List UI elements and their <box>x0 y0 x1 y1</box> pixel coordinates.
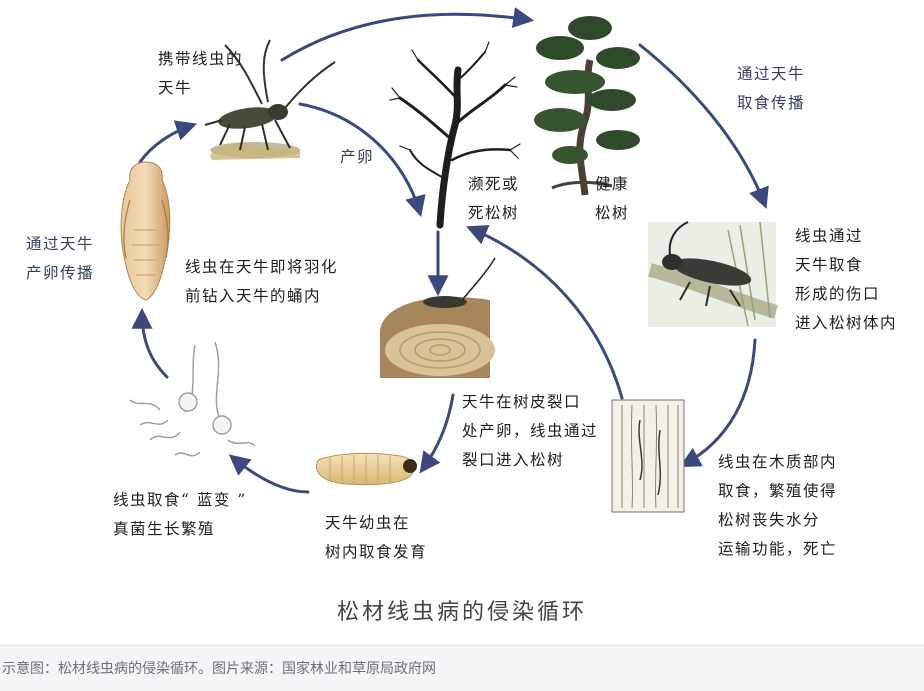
beetle-feeding-on-branch-icon <box>648 221 778 327</box>
label-feeding-wound: 线虫通过天牛取食形成的伤口进入松树体内 <box>795 227 898 332</box>
diagram-title: 松材线虫病的侵染循环 <box>336 600 587 625</box>
edge-label-oviposit-transmit: 通过天牛产卵传播 <box>26 235 95 282</box>
arrow-fungi-to-pupa <box>131 307 169 379</box>
beetle-larva-icon <box>316 452 417 486</box>
arrow-healthy-pine-to-feeding <box>638 43 769 209</box>
arrow-wood-to-dying-pine <box>466 224 624 400</box>
dead-pine-tree-icon <box>389 41 521 229</box>
caption-bar: 示意图：松材线虫病的侵染循环。图片来源：国家林业和草原局政府网 <box>0 645 924 691</box>
label-beetle-carrier: 携带线虫的天牛 <box>158 50 244 97</box>
arrow-larva-to-fungi <box>228 454 310 494</box>
label-wood-reproduce: 线虫在木质部内取食，繁殖使得松树丧失水分运输功能，死亡 <box>718 453 838 558</box>
beetle-on-log-icon <box>380 257 496 378</box>
infection-cycle-diagram: 携带线虫的天牛 健康松树 濒死或死松树 线虫通过天牛取食形成的伤口进入松树体内 … <box>26 7 898 625</box>
beetle-pupa-icon <box>120 161 171 301</box>
cycle-arrows <box>131 7 769 494</box>
label-fungi: 线虫取食“ 蓝变 ”真菌生长繁殖 <box>113 491 247 538</box>
arrow-log-to-larva <box>419 393 455 474</box>
diagram-canvas <box>120 7 778 513</box>
label-pupa: 线虫在天牛即将羽化前钻入天牛的蛹内 <box>185 258 339 305</box>
arrow-beetle-to-healthy-pine <box>280 7 535 62</box>
wood-tissue-section-icon <box>611 399 685 513</box>
edge-label-feed-transmit: 通过天牛取食传播 <box>737 65 806 112</box>
label-larva: 天牛幼虫在树内取食发育 <box>325 514 428 561</box>
arrow-feeding-to-wood <box>679 338 757 467</box>
label-bark-egg: 天牛在树皮裂口处产卵，线虫通过裂口进入松树 <box>462 393 599 469</box>
longhorn-beetle-icon <box>204 39 336 160</box>
image-caption: 示意图：松材线虫病的侵染循环。图片来源：国家林业和草原局政府网 <box>2 661 436 677</box>
arrow-pupa-to-beetle <box>138 120 197 164</box>
arrow-beetle-to-dying-pine <box>298 102 426 218</box>
healthy-pine-tree-icon <box>534 16 640 196</box>
edge-label-oviposit: 产卵 <box>340 148 375 166</box>
label-healthy-pine: 健康松树 <box>595 175 630 222</box>
nematodes-and-fungi-icon <box>129 341 256 457</box>
label-dying-pine: 濒死或死松树 <box>468 175 520 222</box>
